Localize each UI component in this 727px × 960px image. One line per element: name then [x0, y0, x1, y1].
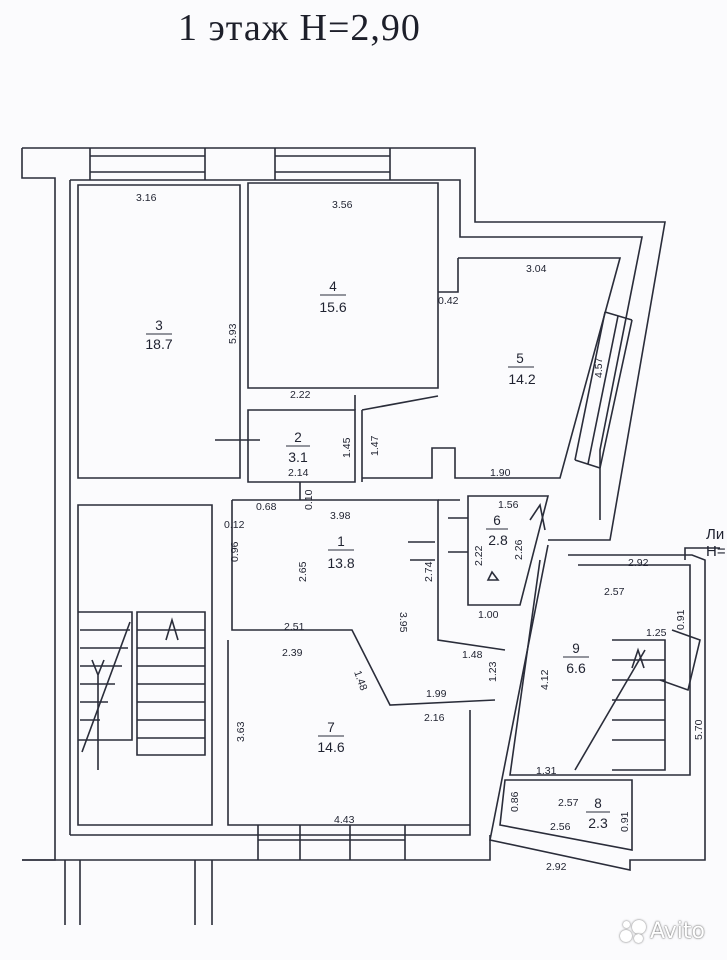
- dim-label: 5.93: [227, 323, 239, 344]
- dim-label: 2.14: [288, 467, 309, 479]
- walls: [21, 147, 720, 925]
- room-6-number: 6: [493, 513, 501, 528]
- room-8-number: 8: [594, 796, 602, 811]
- watermark-text: Avito: [650, 918, 705, 944]
- dim-label: 2.51: [284, 621, 305, 633]
- room-4-number: 4: [329, 279, 337, 294]
- dim-label: 5.70: [693, 719, 705, 740]
- dim-label: 0.12: [224, 519, 245, 531]
- avito-logo-icon: [620, 918, 646, 944]
- dim-label: 2.92: [628, 557, 649, 569]
- dim-label: 1.56: [498, 499, 519, 511]
- dim-label: 0.86: [509, 791, 521, 812]
- dim-label: 0.96: [229, 541, 241, 562]
- dim-label: 1.31: [536, 765, 557, 777]
- dim-label: 2.92: [546, 861, 567, 873]
- dim-label: 2.74: [423, 561, 435, 582]
- room-5-area: 14.2: [508, 371, 535, 387]
- dim-label: 2.22: [290, 389, 311, 401]
- dim-label: 2.56: [550, 821, 571, 833]
- dim-label: 1.45: [341, 437, 353, 458]
- dim-label: 1.48: [351, 669, 369, 692]
- room-7-area: 14.6: [317, 739, 344, 755]
- room-1-number: 1: [337, 534, 345, 549]
- dim-label: 3.56: [332, 199, 353, 211]
- room-4-area: 15.6: [319, 299, 346, 315]
- room-3-number: 3: [155, 318, 163, 333]
- annex-label: Ли H=: [706, 526, 726, 560]
- dim-label: 3.98: [330, 510, 351, 522]
- dim-label: 2.57: [604, 586, 625, 598]
- dim-label: 1.25: [646, 627, 667, 639]
- dim-label: 2.57: [558, 797, 579, 809]
- floor-title: 1 этаж H=2,90: [178, 7, 421, 49]
- room-9-number: 9: [572, 641, 580, 656]
- dim-label: 3.16: [136, 192, 157, 204]
- dim-label: 2.16: [424, 712, 445, 724]
- dim-label: 3.63: [235, 721, 247, 742]
- dim-label: 4.43: [334, 814, 355, 826]
- dimension-labels: 3.16 3.56 3.04 0.42 5.93 4.57 2.22 1.45 …: [136, 192, 705, 873]
- room-2-number: 2: [294, 430, 302, 445]
- dim-label: 4.12: [539, 669, 551, 690]
- dim-label: 1.90: [490, 467, 511, 479]
- dim-label: 2.65: [297, 561, 309, 582]
- dim-label: 2.26: [513, 539, 525, 560]
- room-9-area: 6.6: [566, 660, 586, 676]
- avito-watermark: Avito: [620, 918, 705, 944]
- room-8-area: 2.3: [588, 815, 608, 831]
- annex-label-line1: Ли: [706, 526, 724, 543]
- room-labels: 3 18.7 4 15.6 5 14.2 2 3.1 1 13.8 6 2.8 …: [145, 279, 610, 831]
- dim-label: 0.10: [303, 489, 315, 510]
- room-7-number: 7: [327, 720, 335, 735]
- room-5-number: 5: [516, 351, 524, 366]
- dim-label: 1.47: [369, 435, 381, 456]
- dim-label: 4.57: [593, 357, 605, 378]
- dim-label: 1.00: [478, 609, 499, 621]
- room-6-area: 2.8: [488, 532, 508, 548]
- dim-label: 0.68: [256, 501, 277, 513]
- dim-label: 0.91: [675, 609, 687, 630]
- dim-label: 0.42: [438, 295, 459, 307]
- dim-label: 3.95: [397, 612, 409, 633]
- room-3-area: 18.7: [145, 336, 172, 352]
- dim-label: 1.48: [462, 649, 483, 661]
- room-2-area: 3.1: [288, 449, 308, 465]
- annex-label-line2: H=: [706, 543, 726, 560]
- dim-label: 3.04: [526, 263, 547, 275]
- room-1-area: 13.8: [327, 555, 354, 571]
- dim-label: 2.22: [473, 545, 485, 566]
- dim-label: 1.23: [487, 661, 499, 682]
- dim-label: 1.99: [426, 688, 447, 700]
- dim-label: 2.39: [282, 647, 303, 659]
- dim-label: 0.91: [619, 811, 631, 832]
